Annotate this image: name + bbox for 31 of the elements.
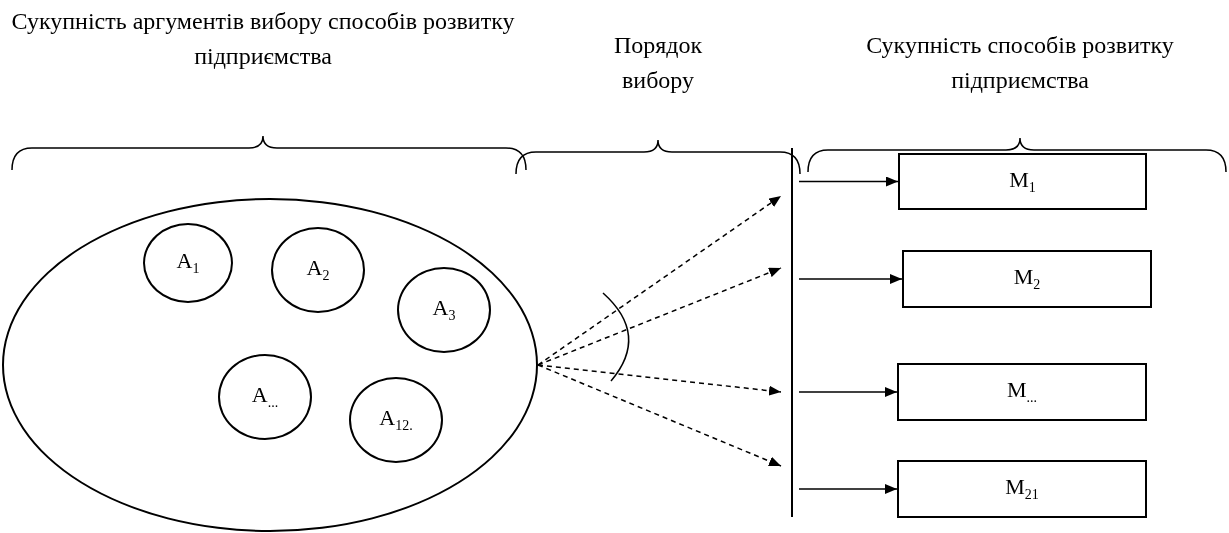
argument-circle xyxy=(271,227,365,313)
node-label: M$_{2}$ xyxy=(1013,264,1041,294)
node-label: A$_{1}$ xyxy=(176,248,200,278)
vertical-line xyxy=(791,148,793,517)
argument-circle xyxy=(218,354,312,440)
arrow xyxy=(798,484,898,494)
node-label: A$_{12.}$ xyxy=(379,405,413,435)
node-label: M$_{1}$ xyxy=(1009,166,1036,197)
node-label: M$_{...}$ xyxy=(1006,377,1038,407)
argument-circle xyxy=(349,377,443,463)
arrow xyxy=(798,387,898,397)
argument-circle xyxy=(397,267,491,353)
method-box xyxy=(897,363,1147,421)
section-heading: Сукупність способів розвитку підприємства xyxy=(865,31,1175,95)
method-box xyxy=(898,153,1147,210)
method-box xyxy=(902,250,1152,308)
arrow xyxy=(537,364,782,467)
arrow xyxy=(537,364,782,396)
section-heading: Порядок вибору xyxy=(612,31,704,95)
group-ellipse xyxy=(2,198,538,532)
arrow xyxy=(537,195,782,366)
node-label: A$_{2}$ xyxy=(306,255,330,285)
node-label: A$_{...}$ xyxy=(251,382,279,412)
arrow xyxy=(798,176,899,187)
node-label: M$_{21}$ xyxy=(1005,474,1039,504)
section-heading: Сукупність аргументів вибору способів розвитку підприємства xyxy=(10,7,516,71)
node-label: A$_{3}$ xyxy=(432,295,456,325)
argument-circle xyxy=(143,223,233,303)
method-box xyxy=(897,460,1147,518)
arrow xyxy=(798,274,903,284)
arrow xyxy=(537,267,782,366)
